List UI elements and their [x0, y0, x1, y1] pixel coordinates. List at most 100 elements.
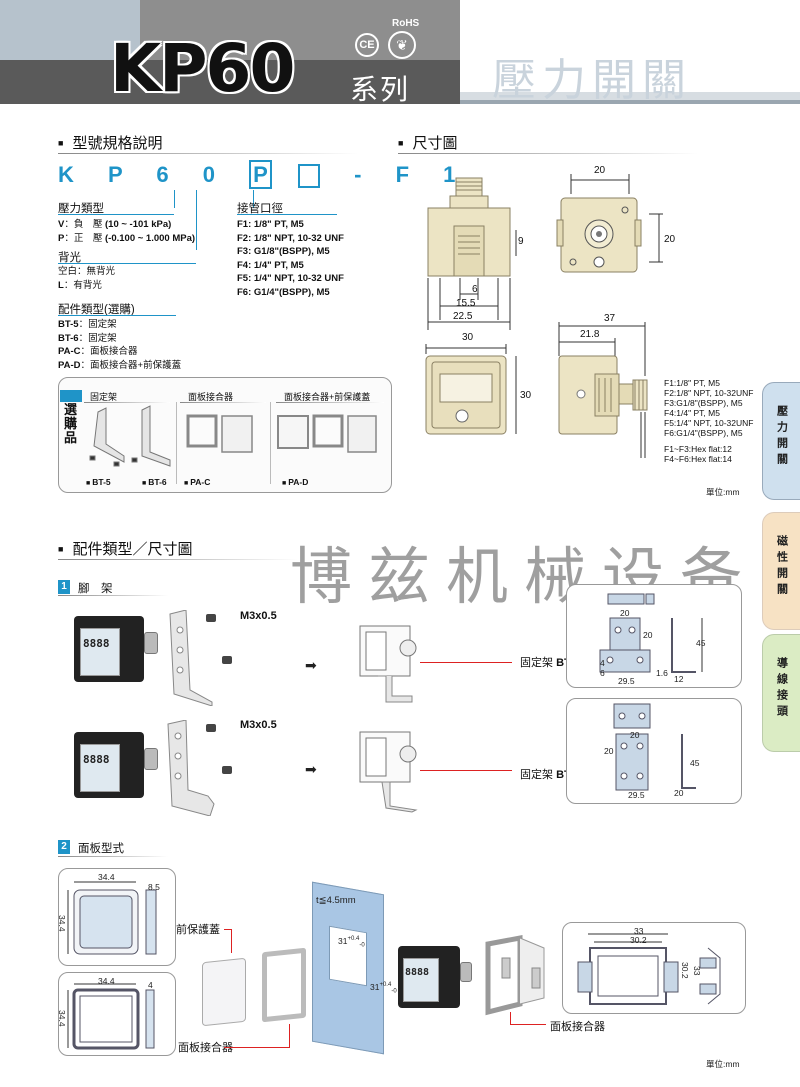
bracket-rule	[58, 595, 168, 596]
port-label: 接管口徑	[237, 203, 283, 215]
cover-dim-h: 34.4	[57, 915, 67, 932]
bt6-illustration	[131, 405, 171, 467]
pressure-type-rule	[58, 214, 174, 215]
accessory-dims-heading: 配件類型／尺寸圖	[58, 538, 192, 559]
group-adapter-rule	[180, 402, 266, 403]
ce-mark-icon: CE	[355, 33, 379, 57]
sensor-device-bt5: 8888	[74, 616, 144, 682]
accessory-dims-rule	[58, 559, 298, 560]
item-bt5: BT-5	[86, 477, 110, 487]
header-accent-square	[0, 0, 140, 60]
series-label: 系列	[350, 74, 411, 105]
bt6-dim-e: 20	[674, 788, 684, 798]
sensor-device-bt6: 8888	[74, 732, 144, 798]
right-dim-w1: 33	[634, 926, 644, 936]
item-pac: PA-C	[184, 477, 210, 487]
tab-pressure-switch[interactable]: 壓力開關	[762, 382, 800, 500]
screw-icon-4	[222, 766, 232, 774]
adapter-callout-h	[224, 1047, 290, 1048]
panel-title: 面板型式	[78, 843, 124, 855]
bt6-dim-b: 20	[604, 746, 614, 756]
adapter-dim-h: 34.4	[57, 1010, 67, 1027]
eco-leaf-icon: ❦	[388, 31, 416, 59]
screw-label-bt5: M3x0.5	[240, 610, 277, 622]
callout-line-bt5	[420, 662, 512, 663]
device-port-bt6	[144, 748, 158, 770]
assembled-bt5	[359, 625, 417, 703]
dim-front-width: 20	[594, 165, 606, 176]
front-cover-part	[202, 957, 246, 1027]
pac-illustration	[186, 414, 253, 453]
backlight-rule	[58, 263, 196, 264]
tab-magnetic-switch[interactable]: 磁性開關	[762, 512, 800, 630]
cover-dim-drawing	[67, 881, 157, 955]
accessory-type-list: BT-5：固定架 BT-6：固定架 PA-C：面板接合器 PA-D：面板接合器+…	[58, 319, 182, 371]
header-rule-dark	[460, 100, 800, 104]
right-adapter-callout-h	[510, 1024, 546, 1025]
bt5-dim-e: 1.6	[656, 668, 668, 678]
model-code: K P 6 0 P - F 1	[58, 160, 470, 189]
optional-parts-label: 選購品	[64, 402, 78, 445]
arrow-icon: ➡	[305, 657, 317, 673]
group-adapter-label: 面板接合器	[188, 392, 234, 402]
panel-adapter-label-right: 面板接合器	[550, 1021, 605, 1033]
adapter-right-dim-drawing	[577, 933, 721, 1005]
group-adapter-cover-label: 面板接合器+前保護蓋	[284, 392, 371, 402]
model-title: KP60	[110, 30, 295, 107]
right-dim-h1: 30.2	[680, 962, 690, 979]
accessory-box-tag	[60, 390, 82, 402]
code-0: 0	[202, 162, 230, 187]
accessory-type-rule	[58, 315, 176, 316]
connector-pressure	[174, 190, 175, 208]
bt5-dim-f: 12	[674, 674, 684, 684]
dim-face-width: 30	[462, 332, 474, 343]
dim-top-d1: 6	[472, 284, 478, 295]
panel-cutout	[329, 925, 367, 987]
side-view-drawing	[558, 322, 648, 458]
right-dim-h2: 33	[692, 966, 702, 976]
assembled-bt6	[359, 731, 418, 813]
section-1-badge: 1	[58, 580, 70, 594]
code-1: 1	[443, 162, 470, 187]
dim-side-w2: 21.8	[580, 329, 600, 340]
bt6-dim-box	[566, 698, 742, 804]
device-digits: 8888	[83, 637, 110, 650]
tab-wire-connector[interactable]: 導線接頭	[762, 634, 800, 752]
right-adapter-callout-v	[510, 1012, 511, 1024]
panel-adapter-label-left: 面板接合器	[178, 1042, 233, 1054]
bracket-bt6-exploded	[167, 720, 215, 816]
rear-view-drawing	[556, 174, 663, 273]
screw-icon-3	[206, 724, 216, 732]
code-p: P	[108, 162, 137, 187]
device-port-bt5	[144, 632, 158, 654]
mounting-panel	[312, 881, 384, 1055]
dim-front-height: 20	[664, 234, 676, 245]
connector-port	[253, 190, 254, 208]
port-notes: F1:1/8" PT, M5 F2:1/8" NPT, 10-32UNF F3:…	[664, 378, 754, 438]
group-bracket-label: 固定架	[90, 392, 118, 402]
bt6-dim-drawing	[613, 703, 696, 791]
cutout-dim-top: 31+0.4-0	[338, 936, 365, 949]
face-view-drawing	[425, 344, 517, 435]
dimension-heading: 尺寸圖	[398, 132, 457, 153]
top-view-drawing	[427, 177, 517, 330]
section-2-badge: 2	[58, 840, 70, 854]
code-pressure-box: P	[249, 160, 272, 189]
bt5-illustration	[89, 407, 125, 467]
accessory-illustrations	[89, 405, 377, 467]
device-digits-2: 8888	[83, 753, 110, 766]
model-spec-heading: 型號規格說明	[58, 132, 162, 153]
item-bt6: BT-6	[142, 477, 166, 487]
device-screen: 8888	[80, 628, 120, 676]
bt5-dim-a: 20	[620, 608, 630, 618]
bt5-dim-h: 6	[600, 668, 605, 678]
cutout-dim-side: 31+0.4-0	[370, 982, 397, 995]
screw-label-bt6: M3x0.5	[240, 719, 277, 731]
cover-dim-t: 8.5	[148, 882, 160, 892]
device-screen-3: 8888	[403, 958, 439, 1002]
item-pad: PA-D	[282, 477, 308, 487]
front-cover-label: 前保護蓋	[176, 924, 220, 936]
screw-icon-2	[222, 656, 232, 664]
device-screen-2: 8888	[80, 744, 120, 792]
rohs-label: RoHS	[392, 18, 420, 29]
